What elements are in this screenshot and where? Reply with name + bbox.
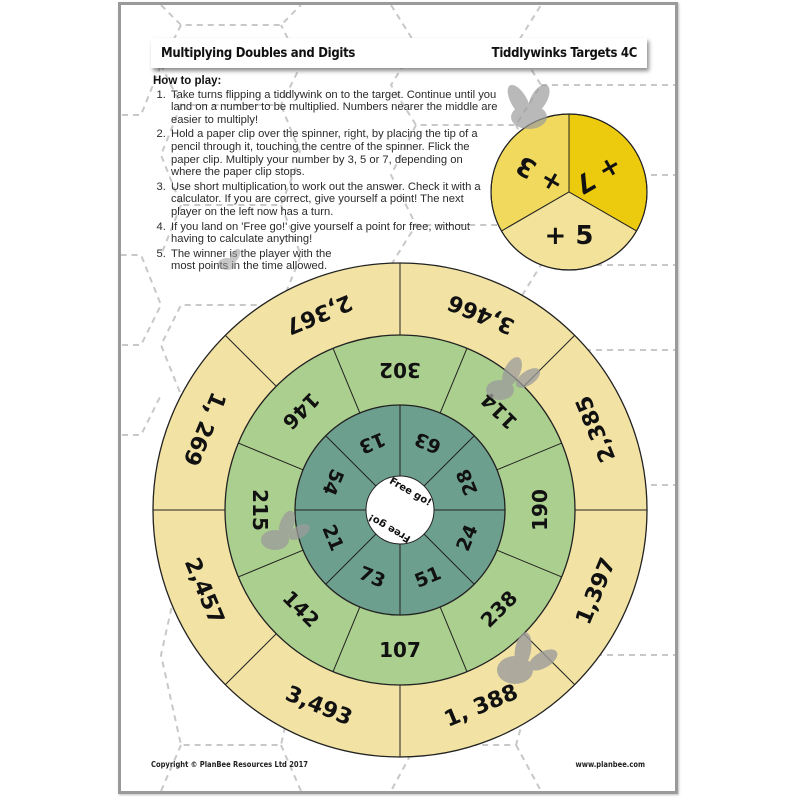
fly-icon bbox=[507, 84, 550, 129]
fly-icon bbox=[261, 510, 310, 550]
worksheet-title: Multiplying Doubles and Digits bbox=[161, 45, 356, 61]
ring-divider bbox=[332, 606, 361, 672]
fly-icon bbox=[497, 632, 558, 684]
fly-icon bbox=[218, 248, 241, 270]
ring-divider bbox=[496, 442, 562, 471]
ring-divider bbox=[423, 533, 475, 585]
instruction-step: Use short multiplication to work out the… bbox=[169, 181, 491, 219]
ring-divider bbox=[496, 549, 562, 578]
spinner-label: + 5 bbox=[545, 221, 594, 251]
worksheet-code: Tiddlywinks Targets 4C bbox=[491, 45, 638, 61]
instruction-step: The winner is the player with the most p… bbox=[169, 248, 341, 273]
ring-divider bbox=[423, 435, 475, 487]
instructions: How to play: Take turns flipping a tiddl… bbox=[153, 75, 533, 275]
website-link[interactable]: www.planbee.com bbox=[575, 760, 646, 769]
ring-divider bbox=[224, 334, 277, 387]
instructions-heading: How to play: bbox=[153, 75, 222, 87]
instruction-step: Hold a paper clip over the spinner, righ… bbox=[169, 128, 491, 178]
instruction-step: Take turns flipping a tiddlywink on to t… bbox=[169, 89, 501, 127]
title-bar: Multiplying Doubles and Digits Tiddlywin… bbox=[151, 38, 647, 68]
instructions-list: Take turns flipping a tiddlywink on to t… bbox=[153, 89, 533, 273]
ring-divider bbox=[325, 533, 377, 585]
ring-divider bbox=[332, 348, 361, 414]
ring-divider bbox=[224, 633, 277, 686]
copyright-text: Copyright © PlanBee Resources Ltd 2017 bbox=[151, 760, 309, 769]
ring-divider bbox=[325, 435, 377, 487]
ring-divider bbox=[238, 549, 304, 578]
target-board: 3,466 2,385 1,397 1, 388 3,493 2,457 1, … bbox=[152, 262, 648, 758]
target-value: 107 bbox=[379, 638, 421, 662]
fly-icon bbox=[486, 357, 541, 400]
ring-divider bbox=[439, 348, 468, 414]
free-go-center bbox=[365, 475, 435, 545]
game-graphics: + 3 + 7 + 5 3,466 2,385 1,397 1, 388 3,4… bbox=[152, 84, 648, 758]
spinner[interactable]: + 3 + 7 + 5 bbox=[490, 113, 648, 271]
target-value: 190 bbox=[528, 489, 552, 531]
ring-divider bbox=[439, 606, 468, 672]
target-value: 215 bbox=[248, 489, 272, 531]
instruction-step: If you land on 'Free go!' give yourself … bbox=[169, 221, 491, 246]
ring-divider bbox=[238, 442, 304, 471]
target-value: 302 bbox=[379, 358, 421, 382]
worksheet-page: Multiplying Doubles and Digits Tiddlywin… bbox=[118, 2, 678, 794]
